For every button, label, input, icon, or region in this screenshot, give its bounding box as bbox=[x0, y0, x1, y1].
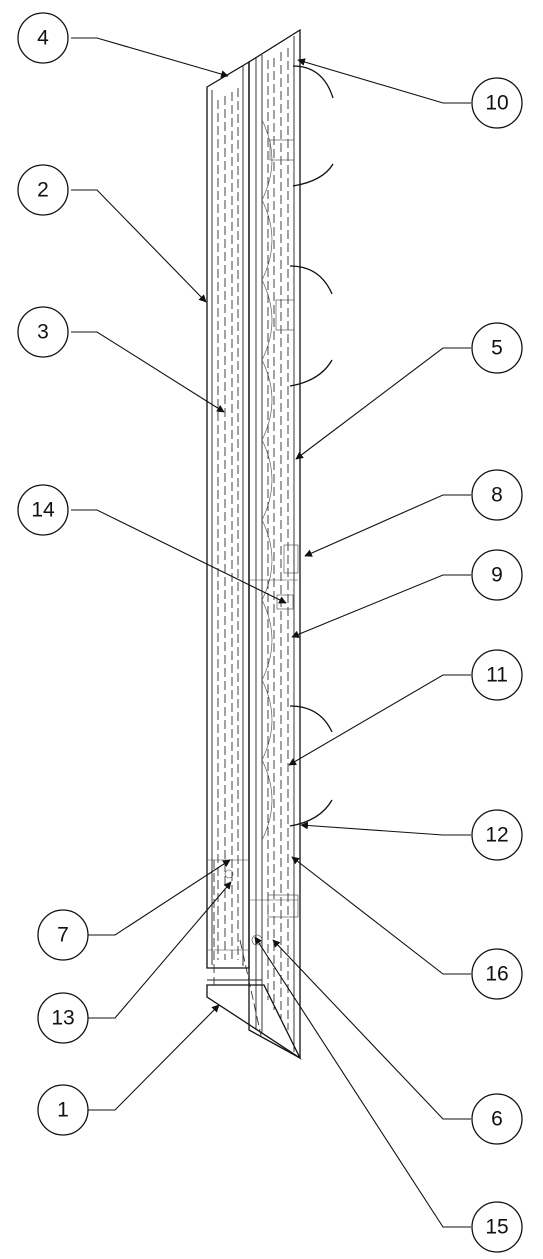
callout-label: 8 bbox=[491, 484, 503, 507]
callout-10: 10 bbox=[471, 77, 523, 129]
leader-7 bbox=[85, 859, 231, 936]
cable-hook bbox=[289, 799, 333, 827]
cable-hook bbox=[289, 705, 333, 733]
callout-label: 4 bbox=[37, 27, 49, 50]
leader-4 bbox=[71, 37, 229, 78]
callout-12: 12 bbox=[471, 809, 523, 861]
leader-13 bbox=[85, 881, 232, 1019]
device-body bbox=[206, 28, 334, 1060]
leader-12 bbox=[300, 821, 471, 836]
callout-label: 6 bbox=[491, 1108, 503, 1131]
callout-label: 1 bbox=[57, 1099, 69, 1122]
leader-16 bbox=[291, 856, 471, 975]
callout-9: 9 bbox=[471, 549, 523, 601]
leader-9 bbox=[291, 574, 471, 638]
callout-11: 11 bbox=[471, 649, 523, 701]
callout-label: 11 bbox=[486, 664, 508, 687]
callout-6: 6 bbox=[471, 1093, 523, 1145]
callout-7: 7 bbox=[37, 909, 89, 961]
callout-label: 12 bbox=[485, 824, 508, 847]
callout-8: 8 bbox=[471, 469, 523, 521]
callout-2: 2 bbox=[17, 164, 69, 216]
callout-label: 9 bbox=[491, 564, 503, 587]
callout-4: 4 bbox=[17, 12, 69, 64]
leader-6 bbox=[272, 939, 471, 1120]
callout-5: 5 bbox=[471, 322, 523, 374]
leader-11 bbox=[288, 674, 471, 766]
leader-14 bbox=[71, 509, 287, 604]
callout-label: 15 bbox=[485, 1216, 508, 1239]
callout-14: 14 bbox=[17, 484, 69, 536]
cable-hook bbox=[292, 65, 334, 99]
leader-8 bbox=[304, 494, 471, 557]
leader-5 bbox=[295, 347, 471, 460]
cable-hook bbox=[292, 163, 334, 187]
callout-label: 13 bbox=[51, 1007, 74, 1030]
callout-1: 1 bbox=[37, 1084, 89, 1136]
leader-lines bbox=[71, 37, 471, 1228]
callout-label: 2 bbox=[37, 179, 49, 202]
callout-3: 3 bbox=[17, 306, 69, 358]
leader-1 bbox=[85, 1004, 220, 1111]
bottom-cover-outline bbox=[206, 984, 302, 1060]
callout-label: 3 bbox=[37, 321, 49, 344]
callout-label: 16 bbox=[485, 963, 508, 986]
leader-3 bbox=[71, 331, 225, 413]
cable-hook bbox=[289, 265, 333, 295]
leader-2 bbox=[71, 189, 207, 303]
callout-label: 5 bbox=[491, 337, 503, 360]
leader-10 bbox=[297, 58, 471, 104]
callout-label: 7 bbox=[57, 924, 69, 947]
callout-13: 13 bbox=[37, 992, 89, 1044]
rear-housing-outline bbox=[248, 28, 301, 1060]
leader-15 bbox=[254, 936, 471, 1228]
cable-hook bbox=[289, 359, 333, 387]
callout-16: 16 bbox=[471, 948, 523, 1000]
callout-15: 15 bbox=[471, 1201, 523, 1253]
callout-label: 10 bbox=[485, 92, 508, 115]
callout-label: 14 bbox=[31, 499, 55, 522]
